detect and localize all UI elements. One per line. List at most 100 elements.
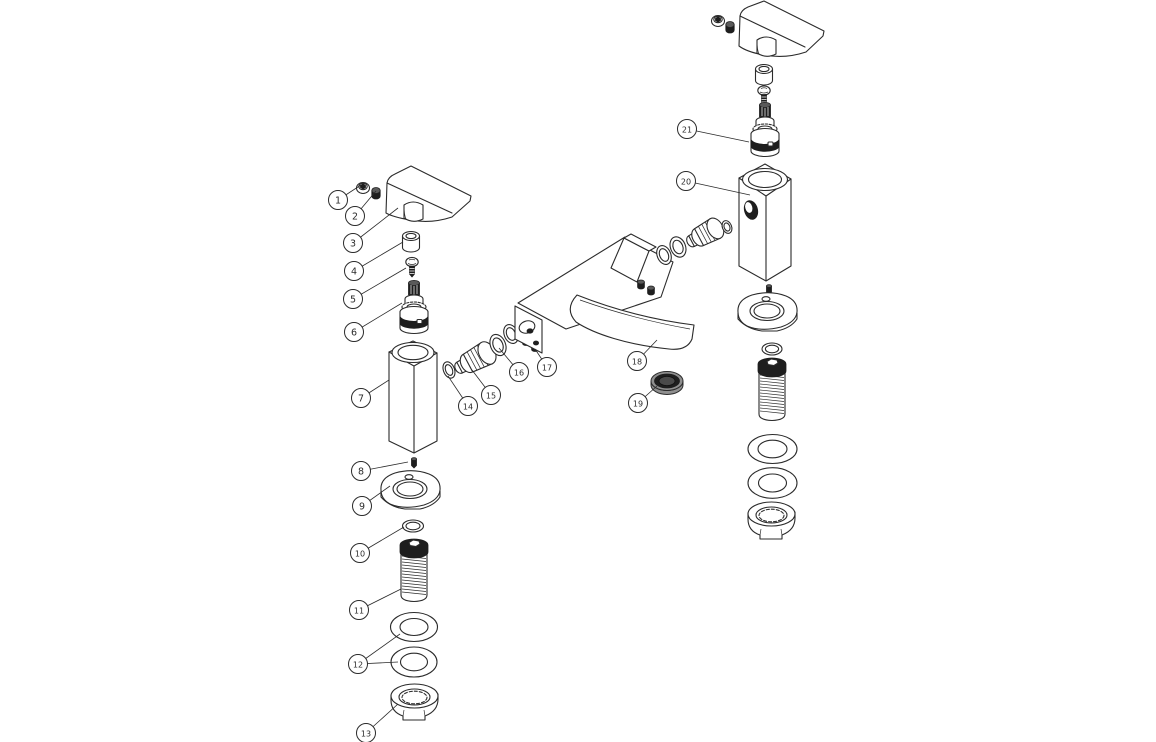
shroud-sleeve-right — [754, 63, 774, 86]
spout-body — [514, 233, 695, 354]
callout-balloon — [351, 388, 371, 408]
threaded-shank-left — [399, 538, 429, 603]
callout-20: 20 — [676, 171, 751, 196]
callout-9: 9 — [352, 485, 391, 516]
callout-balloon — [343, 289, 363, 309]
connector-washers-right — [656, 236, 687, 265]
screw-cap-cover-left — [355, 181, 371, 195]
callout-balloon — [350, 543, 370, 563]
locating-pin-left — [411, 457, 417, 469]
callout-balloon — [345, 206, 365, 226]
shank-washer-left-2 — [390, 646, 438, 678]
callout-number: 16 — [514, 368, 524, 377]
callout-number: 19 — [633, 399, 643, 408]
callout-balloon — [627, 351, 647, 371]
callout-balloon — [458, 396, 478, 416]
callout-13: 13 — [356, 703, 399, 742]
backnut-right — [747, 501, 796, 540]
callout-balloon — [509, 362, 529, 382]
callout-number: 20 — [681, 177, 691, 186]
callout-number: 15 — [486, 391, 496, 400]
callout-number: 1 — [335, 195, 341, 206]
callout-number: 2 — [352, 211, 358, 222]
callout-balloon — [537, 357, 557, 377]
left-pillar-assembly — [355, 165, 472, 721]
shank-washer-right-1 — [747, 433, 798, 465]
callout-balloon — [349, 600, 369, 620]
callout-18: 18 — [627, 339, 658, 371]
inlet-oring — [442, 361, 456, 379]
callout-5: 5 — [343, 267, 407, 309]
base-flange-right — [737, 292, 798, 332]
callout-number: 17 — [542, 363, 552, 372]
callout-leader-line — [352, 267, 407, 300]
callout-balloon — [348, 654, 368, 674]
base-oring-right — [761, 342, 783, 356]
callout-21: 21 — [677, 119, 750, 143]
callout-10: 10 — [350, 526, 405, 563]
callout-balloon — [351, 461, 371, 481]
inlet-oring-right — [721, 220, 733, 234]
handle-grub-screw-left — [371, 187, 381, 200]
callout-number: 8 — [358, 466, 364, 477]
handle-screw-left — [405, 256, 419, 278]
callout-number: 12 — [353, 660, 363, 669]
callout-number: 6 — [351, 327, 357, 338]
callout-2: 2 — [345, 190, 377, 226]
base-flange-left — [380, 470, 441, 510]
callout-number: 14 — [463, 402, 473, 411]
callout-balloon — [356, 723, 376, 742]
inlet-connector-right — [686, 217, 725, 248]
callout-number: 4 — [351, 266, 357, 277]
callout-number: 5 — [350, 294, 356, 305]
spout-assembly — [442, 217, 733, 395]
callout-12: 12 — [348, 633, 401, 674]
callout-number: 7 — [358, 393, 364, 404]
callout-number: 21 — [682, 125, 692, 134]
valve-body-right — [738, 163, 792, 282]
callout-3: 3 — [343, 207, 399, 253]
callout-balloon — [676, 171, 696, 191]
callout-number: 13 — [361, 729, 371, 738]
callout-6: 6 — [344, 302, 403, 342]
threaded-shank-right — [757, 357, 787, 422]
backnut-left — [390, 683, 439, 721]
handle-left — [385, 165, 472, 223]
handle-right — [738, 0, 825, 58]
valve-body-left — [388, 340, 438, 454]
shroud-sleeve-left — [401, 230, 421, 253]
callout-balloon — [343, 233, 363, 253]
callout-number: 10 — [355, 549, 365, 558]
callout-19: 19 — [628, 385, 658, 413]
callout-balloon — [677, 119, 697, 139]
callout-1: 1 — [328, 184, 362, 210]
callout-balloon — [481, 385, 501, 405]
callout-leader-line — [685, 180, 751, 196]
callout-15: 15 — [471, 369, 501, 405]
callout-number: 3 — [350, 238, 356, 249]
callout-balloon — [328, 190, 348, 210]
base-oring-left — [401, 519, 425, 533]
callout-8: 8 — [351, 461, 409, 481]
callout-7: 7 — [351, 379, 390, 408]
callout-balloon — [344, 322, 364, 342]
callout-balloon — [352, 496, 372, 516]
callout-balloon — [344, 261, 364, 281]
callout-11: 11 — [349, 588, 402, 620]
callout-16: 16 — [498, 347, 529, 382]
shank-washer-left-1 — [389, 611, 439, 643]
callout-leader-line — [686, 128, 750, 143]
callout-14: 14 — [447, 375, 478, 416]
inlet-connector — [454, 341, 497, 374]
right-pillar-assembly — [710, 0, 825, 540]
callout-number: 11 — [354, 606, 364, 615]
connector-washers — [489, 324, 519, 357]
cartridge-right — [750, 102, 780, 158]
flow-straightener — [650, 371, 684, 395]
callout-4: 4 — [344, 241, 404, 281]
cartridge-left — [399, 279, 429, 335]
screw-cap-cover-right — [710, 14, 726, 28]
